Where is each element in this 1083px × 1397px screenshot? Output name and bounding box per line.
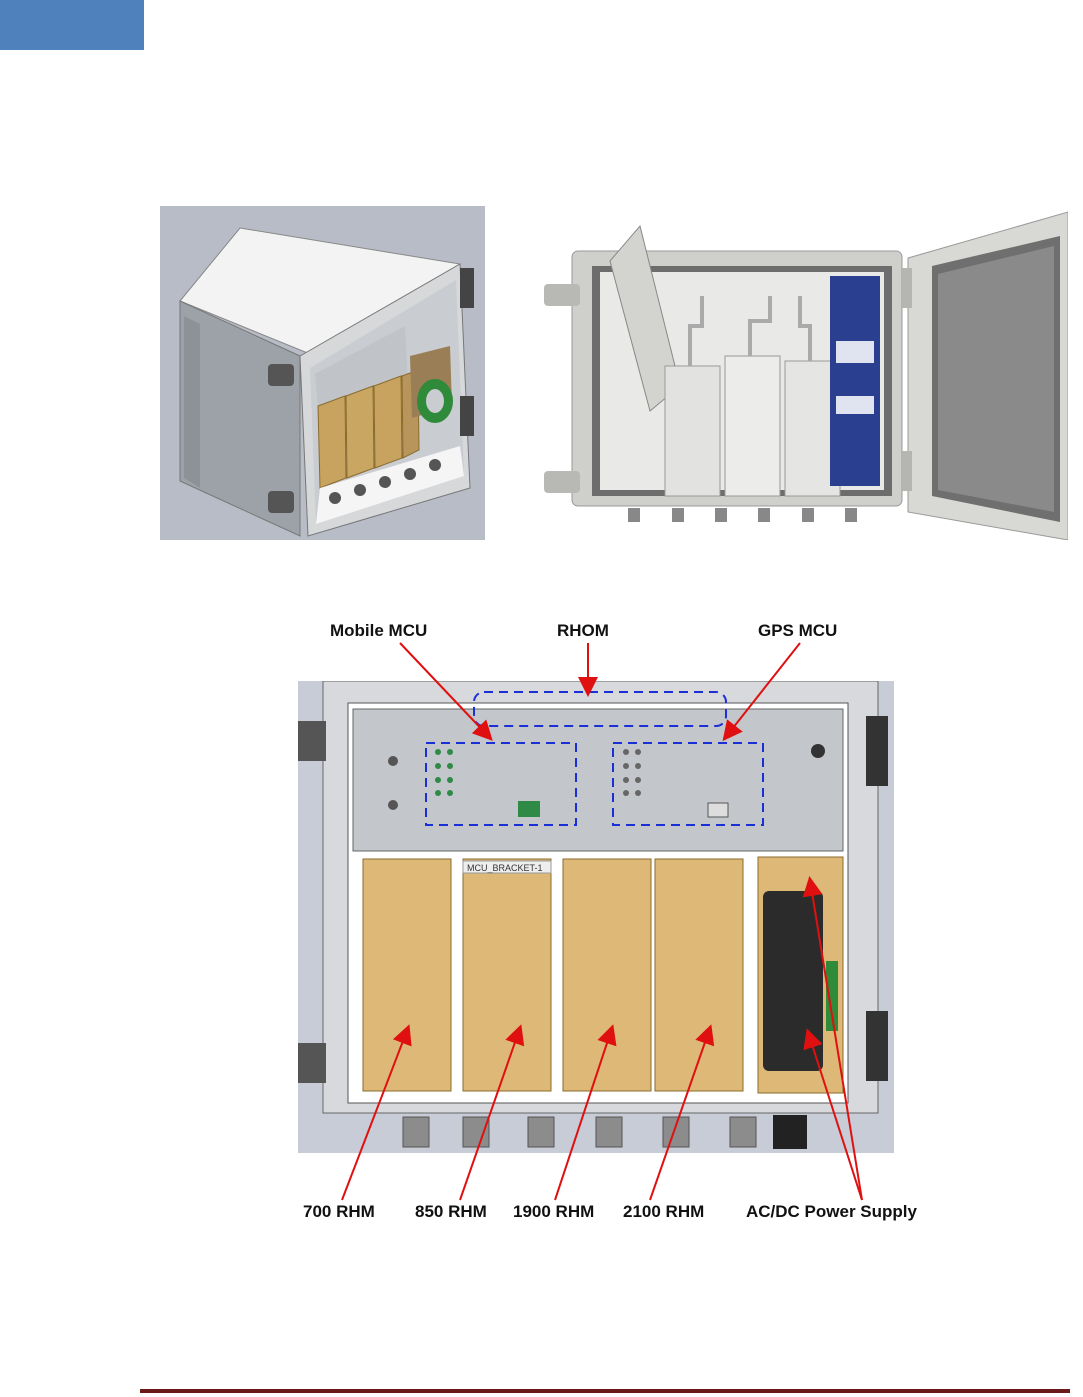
label-850-rhm: 850 RHM <box>415 1202 487 1222</box>
label-1900-rhm: 1900 RHM <box>513 1202 594 1222</box>
label-gps-mcu: GPS MCU <box>758 621 837 641</box>
label-power-supply: AC/DC Power Supply <box>746 1202 917 1222</box>
footer-rule <box>140 1389 1070 1393</box>
label-2100-rhm: 2100 RHM <box>623 1202 704 1222</box>
label-700-rhm: 700 RHM <box>303 1202 375 1222</box>
label-mobile-mcu: Mobile MCU <box>330 621 427 641</box>
label-rhom: RHOM <box>557 621 609 641</box>
